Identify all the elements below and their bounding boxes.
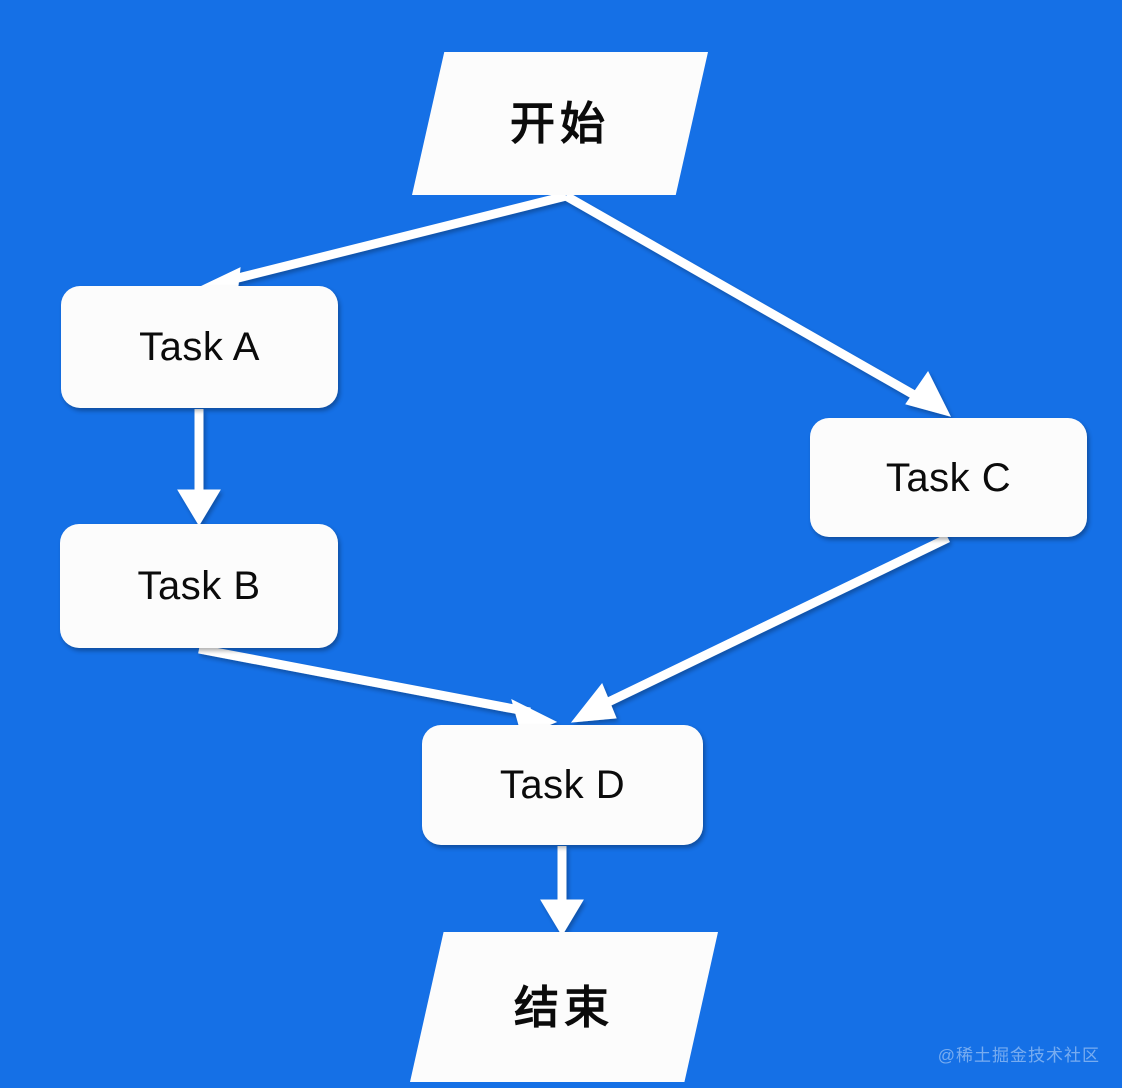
node-task-c-label: Task C xyxy=(885,455,1012,500)
node-task-d[interactable]: Task D xyxy=(422,725,703,845)
node-task-a[interactable]: Task A xyxy=(61,286,338,408)
node-task-b[interactable]: Task B xyxy=(60,524,338,648)
parallelogram-shape xyxy=(412,52,708,195)
node-task-c[interactable]: Task C xyxy=(810,418,1087,537)
watermark-text: @稀土掘金技术社区 xyxy=(937,1046,1100,1065)
node-task-b-label: Task B xyxy=(137,564,261,608)
edge-taskB-to-taskD xyxy=(198,644,558,737)
parallelogram-shape xyxy=(410,932,718,1082)
node-task-a-label: Task A xyxy=(139,325,260,369)
edge-start-to-taskC xyxy=(563,192,951,417)
node-end-label: 结束 xyxy=(513,981,614,1033)
edge-taskD-to-end xyxy=(540,846,584,936)
edge-taskA-to-taskB xyxy=(177,409,221,526)
node-start-label: 开始 xyxy=(509,98,610,149)
node-task-d-label: Task D xyxy=(499,763,626,807)
node-end[interactable]: 结束 xyxy=(410,932,718,1082)
edge-taskC-to-taskD xyxy=(570,533,950,723)
node-start[interactable]: 开始 xyxy=(412,52,708,195)
